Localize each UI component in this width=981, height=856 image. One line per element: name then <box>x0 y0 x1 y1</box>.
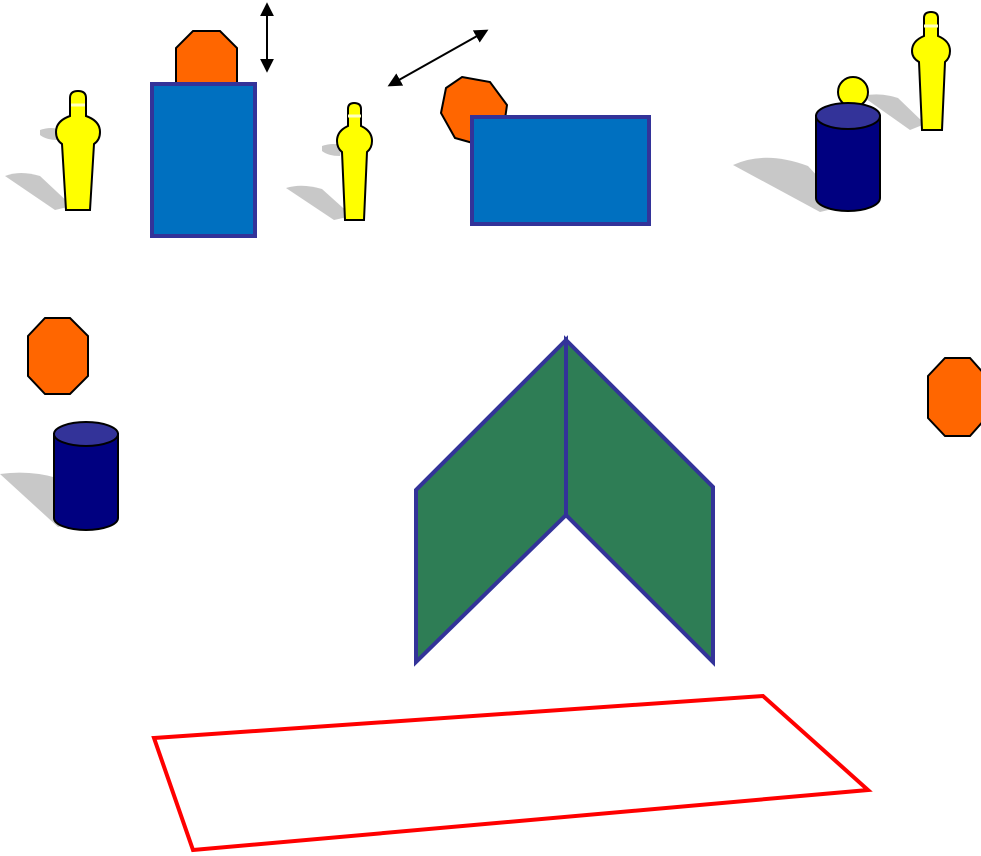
steel-plate-icon <box>27 317 89 395</box>
steel-plate-icon <box>927 357 981 437</box>
wall-icon <box>150 82 257 238</box>
shadow-target-2 <box>286 185 352 220</box>
shadow-target-2-top <box>322 144 342 156</box>
barrel-icon <box>53 421 119 531</box>
barrel-icon <box>815 102 881 212</box>
paper-target-icon <box>54 89 102 211</box>
steel-plate-icon <box>175 30 238 91</box>
wall-icon <box>470 115 651 226</box>
paper-target-icon <box>910 10 952 131</box>
v-wall <box>414 335 715 667</box>
shooting-box <box>151 693 873 853</box>
paper-target-icon <box>335 101 374 221</box>
shadow-target-1 <box>5 173 72 210</box>
double-arrow-icon <box>387 29 489 87</box>
shadow-target-3 <box>862 94 925 130</box>
shadow-target-1-top <box>40 128 60 140</box>
